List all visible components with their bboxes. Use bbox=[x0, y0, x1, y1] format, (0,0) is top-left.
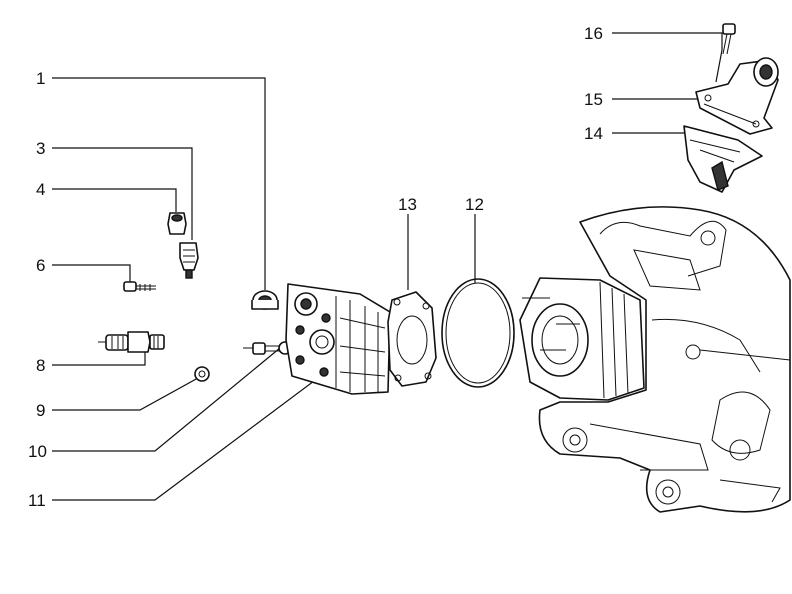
leader-1 bbox=[52, 77, 266, 290]
leader-11 bbox=[52, 377, 319, 501]
part-8-spark-plug bbox=[98, 331, 165, 353]
callout-numbers: 1 3 4 6 8 9 10 11 12 13 14 15 16 bbox=[28, 24, 603, 510]
part-15-intake-manifold bbox=[695, 57, 779, 135]
part-6-screw bbox=[123, 281, 156, 292]
leader-10 bbox=[52, 347, 281, 452]
callout-16: 16 bbox=[584, 24, 603, 43]
leader-16 bbox=[612, 32, 723, 83]
callout-8: 8 bbox=[36, 356, 45, 375]
engine-crankcase bbox=[519, 206, 791, 513]
leader-3 bbox=[52, 147, 193, 240]
callout-13: 13 bbox=[398, 195, 417, 214]
callout-10: 10 bbox=[28, 442, 47, 461]
callout-9: 9 bbox=[36, 401, 45, 420]
part-4-fitting bbox=[167, 212, 187, 235]
callout-11: 11 bbox=[28, 491, 46, 510]
part-1-sensor bbox=[251, 290, 279, 310]
callout-1: 1 bbox=[36, 69, 45, 88]
leader-lines bbox=[52, 32, 723, 501]
callout-6: 6 bbox=[36, 256, 45, 275]
part-9-nut bbox=[194, 366, 210, 382]
leader-4 bbox=[52, 188, 177, 212]
callout-15: 15 bbox=[584, 90, 603, 109]
callout-3: 3 bbox=[36, 139, 45, 158]
part-11-cylinder-head bbox=[285, 283, 391, 395]
callout-4: 4 bbox=[36, 180, 45, 199]
part-10-stud bbox=[243, 341, 292, 355]
leader-6 bbox=[52, 264, 131, 283]
part-12-o-ring bbox=[441, 278, 515, 388]
part-16-screw bbox=[722, 23, 736, 55]
part-13-gasket bbox=[387, 291, 437, 387]
leader-8 bbox=[52, 352, 146, 366]
part-3-plug bbox=[179, 242, 199, 279]
callout-14: 14 bbox=[584, 124, 603, 143]
callout-12: 12 bbox=[465, 195, 484, 214]
leader-9 bbox=[52, 377, 199, 411]
part-14-reed-valve bbox=[683, 125, 763, 193]
